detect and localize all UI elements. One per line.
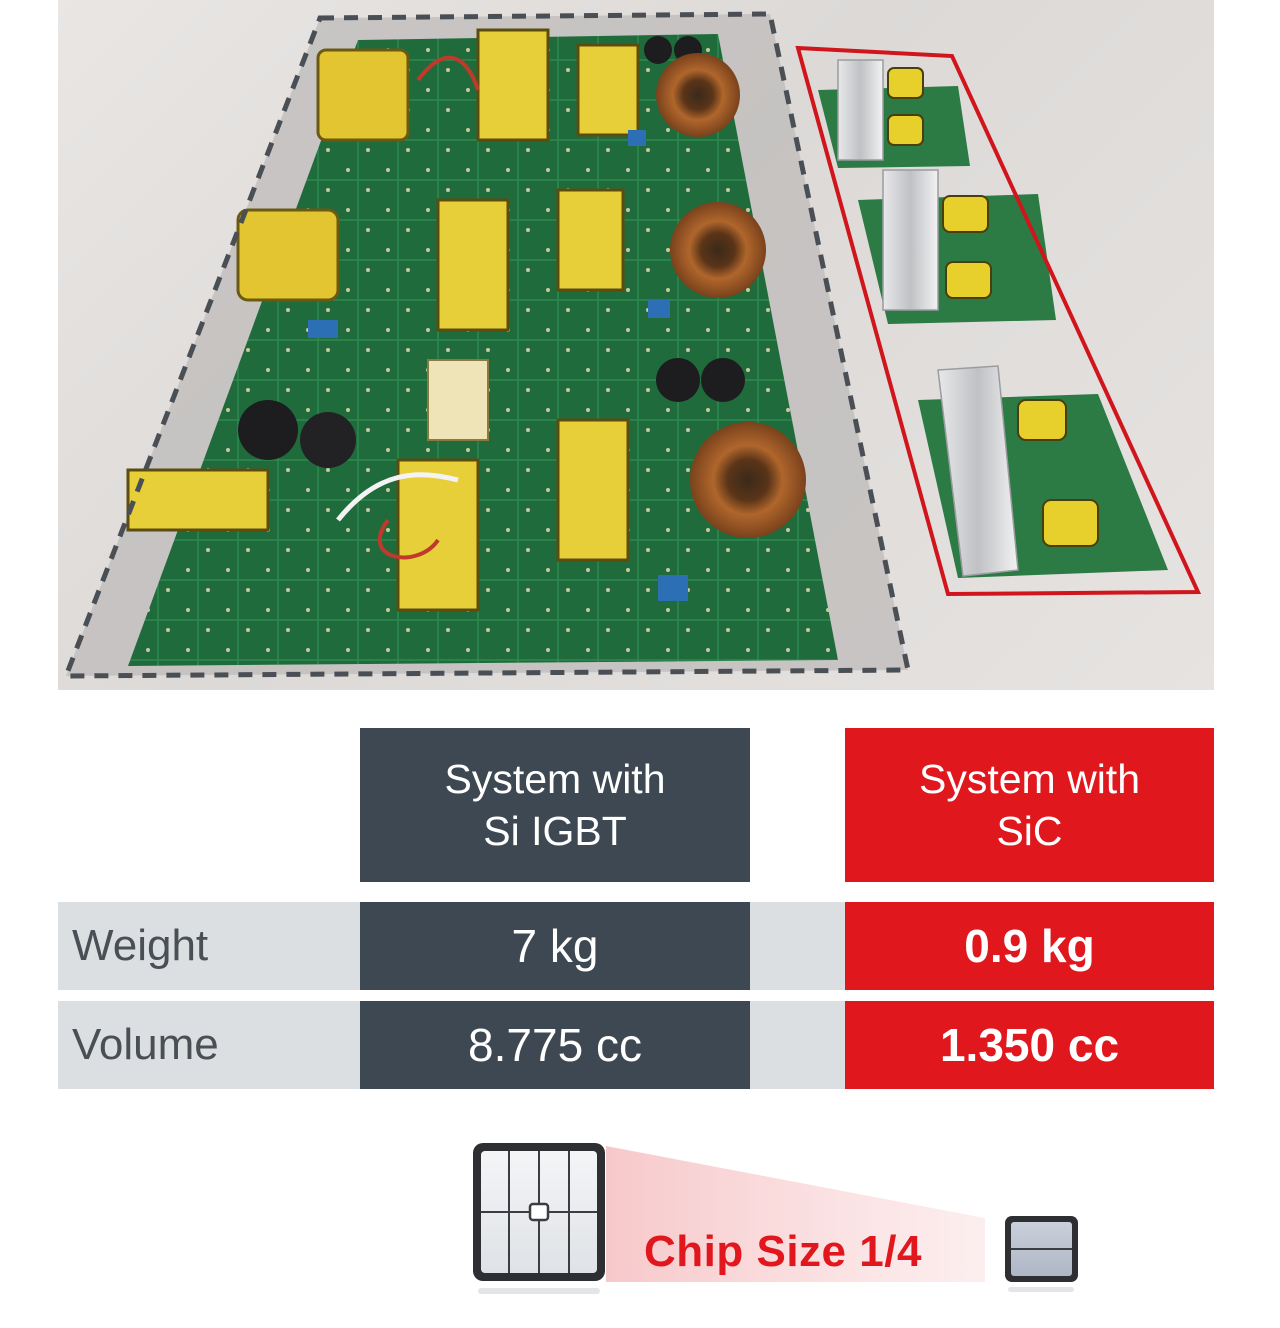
sic-red-outline — [795, 45, 1202, 597]
row-label-weight: Weight — [72, 921, 209, 970]
sic-chip-icon — [1005, 1216, 1078, 1292]
header-si-line2: Si IGBT — [483, 808, 627, 854]
header-si-line1: System with — [444, 756, 666, 802]
si-dashed-outline — [62, 11, 912, 679]
si-chip-icon — [473, 1143, 605, 1294]
chip-size-label: Chip Size 1/4 — [644, 1227, 922, 1276]
row-label-volume: Volume — [72, 1020, 219, 1069]
header-sic: System with SiC — [845, 728, 1214, 882]
header-si-igbt: System with Si IGBT — [360, 728, 750, 882]
cell-weight-sic: 0.9 kg — [845, 902, 1214, 990]
header-sic-line2: SiC — [996, 808, 1063, 854]
cell-volume-si: 8.775 cc — [360, 1001, 750, 1089]
header-sic-line1: System with — [919, 756, 1140, 802]
product-photo — [58, 0, 1214, 690]
si-components — [126, 28, 806, 612]
sic-boards — [818, 59, 1168, 578]
cell-volume-sic: 1.350 cc — [845, 1001, 1214, 1089]
cell-weight-si: 7 kg — [360, 902, 750, 990]
boards-illustration — [62, 11, 1202, 679]
si-pcb — [128, 34, 838, 666]
